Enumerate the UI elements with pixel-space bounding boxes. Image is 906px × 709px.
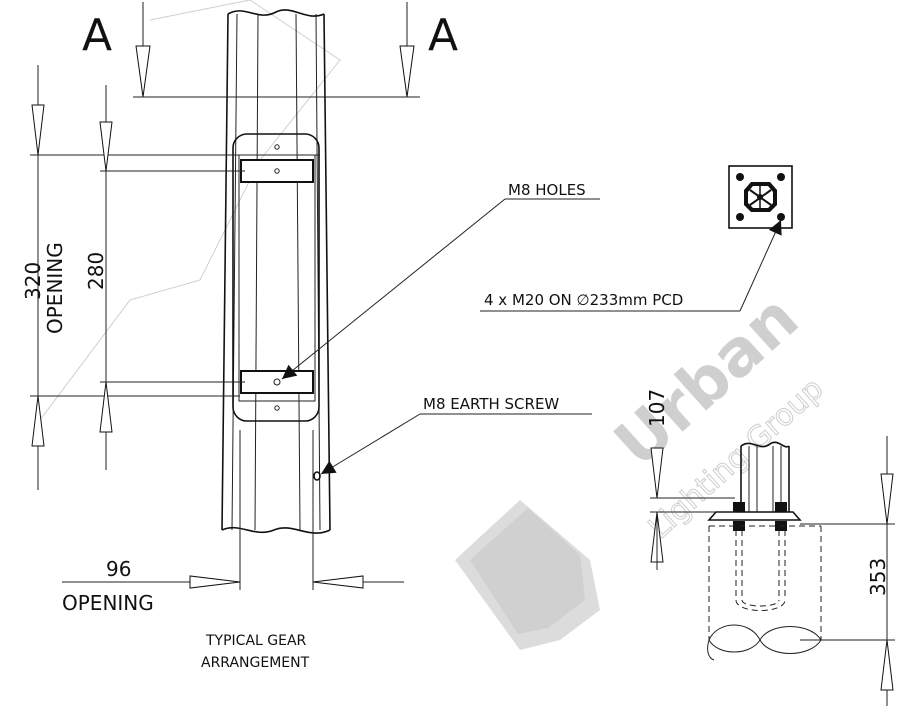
callout-bolt-pattern: 4 x M20 ON ∅233mm PCD <box>480 219 782 312</box>
dimension-opening-height: 320 OPENING <box>21 65 320 490</box>
caption-line-2: ARRANGEMENT <box>201 655 310 671</box>
callout-earth-screw: M8 EARTH SCREW <box>320 395 592 475</box>
dimension-opening-width: 96 OPENING <box>62 430 404 615</box>
section-letter-left: A <box>82 10 112 61</box>
dimension-tray-spacing: 280 <box>84 85 245 470</box>
section-arrow-right <box>399 45 415 98</box>
dimension-value-320: 320 <box>21 262 45 300</box>
callout-m8-holes: M8 HOLES <box>281 181 600 380</box>
section-mark-right: A <box>399 2 458 98</box>
dimension-value-353: 353 <box>866 558 890 596</box>
watermark-outline-shape <box>39 0 341 421</box>
dimension-embedment-depth: 353 <box>800 436 895 706</box>
section-mark-left: A <box>82 2 151 98</box>
dimension-label-opening-vertical: OPENING <box>43 242 67 334</box>
earth-screw <box>313 471 321 481</box>
pole-elevation <box>221 9 331 534</box>
dimension-value-96: 96 <box>106 557 131 581</box>
m8-hole <box>273 378 281 386</box>
section-arrow-left <box>135 45 151 98</box>
callout-m8-holes-text: M8 HOLES <box>508 181 586 199</box>
dimension-label-opening-horizontal: OPENING <box>62 591 154 615</box>
foundation-detail <box>707 441 822 661</box>
dimension-value-280: 280 <box>84 252 108 290</box>
callout-earth-screw-text: M8 EARTH SCREW <box>423 395 559 413</box>
dimension-base-plate-height: 107 <box>645 389 735 570</box>
section-letter-right: A <box>428 10 458 61</box>
base-plate-plan <box>728 165 793 229</box>
callout-bolt-pattern-text: 4 x M20 ON ∅233mm PCD <box>484 291 683 309</box>
gear-tray-bottom <box>240 370 314 394</box>
caption-line-1: TYPICAL GEAR <box>205 633 307 649</box>
access-opening <box>232 133 320 422</box>
gear-tray-top <box>240 159 314 183</box>
dimension-value-107: 107 <box>645 389 669 427</box>
